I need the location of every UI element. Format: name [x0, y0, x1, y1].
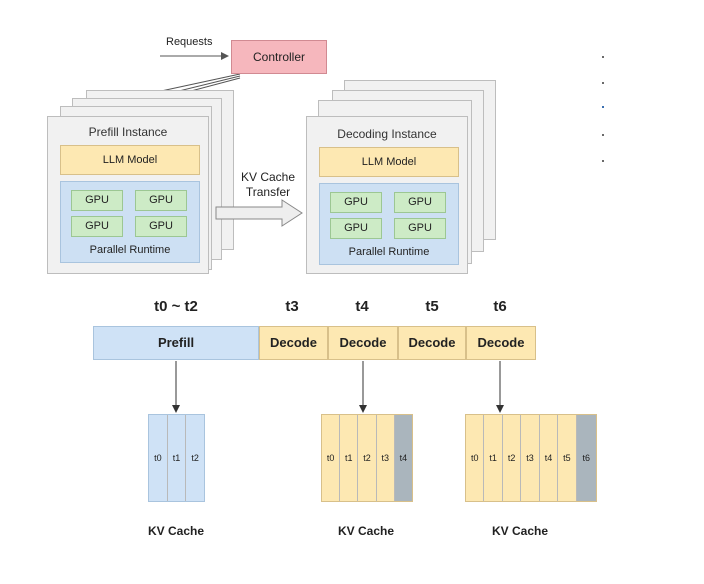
requests-label: Requests [166, 36, 213, 48]
time-label: t0 ~ t2 [154, 298, 198, 315]
gpu-chip: GPU [71, 190, 123, 211]
decode-segment: Decode [398, 326, 466, 360]
cropped-bullet-fragment [602, 106, 604, 108]
gpu-chip: GPU [330, 218, 382, 239]
prefill-parallel-runtime: GPU GPU GPU GPU Parallel Runtime [60, 181, 200, 263]
kv-cache-block: t0 t1 t2 [148, 414, 205, 502]
prefill-llm-model: LLM Model [60, 145, 200, 175]
kv-cache-block: t0 t1 t2 t3 t4 t5 t6 [465, 414, 597, 502]
runtime-label: Parallel Runtime [89, 244, 171, 256]
decode-segment: Decode [259, 326, 328, 360]
decode-segment: Decode [328, 326, 398, 360]
decoding-instance-title: Decoding Instance [337, 127, 437, 141]
runtime-label: Parallel Runtime [348, 246, 430, 258]
cache-token: t0 [322, 415, 341, 501]
cache-token-new: t4 [394, 415, 413, 501]
prefill-instance: Prefill Instance LLM Model GPU GPU GPU G… [47, 116, 209, 274]
time-label: t6 [493, 298, 507, 315]
cropped-bullet-fragment [602, 134, 604, 136]
cache-token: t3 [521, 415, 540, 501]
controller-box: Controller [231, 40, 327, 74]
cache-token: t2 [503, 415, 522, 501]
cache-token: t2 [191, 453, 199, 463]
time-label: t4 [355, 298, 369, 315]
gpu-chip: GPU [394, 192, 446, 213]
cache-token: t1 [340, 415, 359, 501]
cache-token: t3 [377, 415, 395, 501]
cropped-bullet-fragment [602, 82, 604, 84]
cropped-bullet-fragment [602, 160, 604, 162]
cache-token: t0 [466, 415, 485, 501]
cache-token-new: t6 [576, 415, 596, 501]
prefill-segment: Prefill [93, 326, 259, 360]
gpu-chip: GPU [394, 218, 446, 239]
cache-token: t4 [540, 415, 559, 501]
time-label: t5 [425, 298, 439, 315]
cache-token: t5 [558, 415, 577, 501]
cache-token: t2 [358, 415, 377, 501]
cache-token: t0 [149, 415, 168, 501]
cropped-bullet-fragment [602, 56, 604, 58]
decoding-instance: Decoding Instance LLM Model GPU GPU GPU … [306, 116, 468, 274]
transfer-arrow [215, 199, 303, 227]
kv-cache-label: KV Cache [147, 524, 205, 538]
cache-token: t1 [484, 415, 503, 501]
prefill-instance-title: Prefill Instance [88, 125, 168, 139]
decoding-llm-model: LLM Model [319, 147, 459, 177]
transfer-label-line2: Transfer [245, 185, 291, 199]
decoding-parallel-runtime: GPU GPU GPU GPU Parallel Runtime [319, 183, 459, 265]
gpu-chip: GPU [135, 216, 187, 237]
gpu-chip: GPU [135, 190, 187, 211]
time-label: t3 [285, 298, 299, 315]
kv-cache-block: t0 t1 t2 t3 t4 [321, 414, 413, 502]
gpu-chip: GPU [71, 216, 123, 237]
decode-segment: Decode [466, 326, 536, 360]
kv-cache-label: KV Cache [491, 524, 549, 538]
gpu-chip: GPU [330, 192, 382, 213]
transfer-label-line1: KV Cache [240, 170, 296, 184]
kv-cache-label: KV Cache [337, 524, 395, 538]
cache-token: t1 [168, 415, 187, 501]
